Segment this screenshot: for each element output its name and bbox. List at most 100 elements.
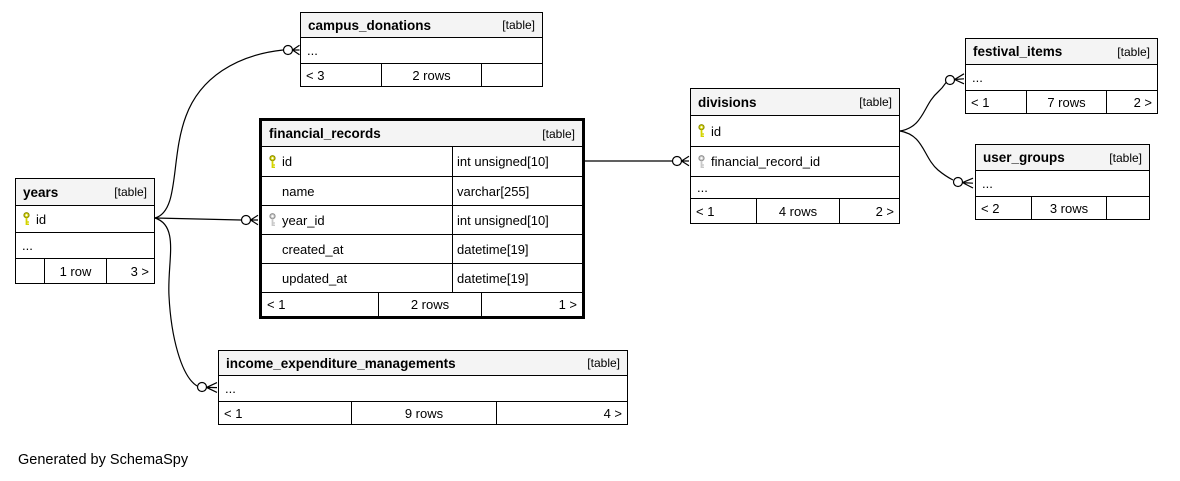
- primary-key-icon: [268, 154, 276, 168]
- key-icon-slot: [691, 116, 711, 146]
- footer-cell: 2 >: [1106, 91, 1157, 113]
- column-type: varchar[255]: [452, 177, 582, 205]
- table-row: ...: [966, 65, 1157, 90]
- primary-key-icon: [22, 212, 30, 226]
- table-row: ...: [16, 232, 154, 258]
- footer-cell: 2 >: [839, 199, 899, 223]
- footer-cell: 4 rows: [756, 199, 839, 223]
- table-tag: [table]: [114, 185, 147, 199]
- cardinality-circle: [282, 44, 294, 56]
- footer-cell: [481, 64, 542, 86]
- table-name: divisions: [698, 94, 757, 110]
- column-name: financial_record_id: [711, 154, 821, 169]
- column-ellipsis: ...: [22, 238, 33, 253]
- foreign-key-icon: [697, 154, 705, 168]
- column-name: created_at: [282, 241, 344, 257]
- table-footer: < 3 2 rows: [301, 63, 542, 86]
- table-row: name varchar[255]: [262, 176, 582, 205]
- footer-cell: 7 rows: [1026, 91, 1106, 113]
- table-income_expenditure_managements[interactable]: income_expenditure_managements [table]...…: [218, 350, 628, 425]
- footer-cell: 9 rows: [351, 402, 496, 424]
- footer-cell: 3 >: [106, 259, 154, 283]
- column-name: id: [36, 211, 47, 227]
- table-header: campus_donations [table]: [301, 13, 542, 38]
- column-name: id: [282, 154, 293, 169]
- empty-icon-slot: [262, 235, 282, 263]
- cardinality-circle: [196, 381, 208, 393]
- table-header: divisions [table]: [691, 89, 899, 116]
- primary-key-icon: [697, 124, 705, 138]
- crow-foot-arrow: [954, 73, 965, 85]
- table-tag: [table]: [1109, 150, 1142, 165]
- cardinality-circle: [240, 214, 252, 226]
- key-icon-slot: [262, 147, 282, 176]
- table-row: ...: [976, 171, 1149, 196]
- column-ellipsis: ...: [972, 70, 983, 85]
- edge-years-financial_records: [154, 217, 242, 221]
- column-type: datetime[19]: [452, 264, 582, 292]
- table-tag: [table]: [587, 356, 620, 370]
- footer-cell: < 1: [696, 203, 715, 219]
- footer-cell: 4 >: [496, 402, 627, 424]
- edge-divisions-festival_items: [899, 82, 947, 132]
- column-type: int unsigned[10]: [452, 147, 582, 176]
- footer-cell: [16, 259, 44, 283]
- cardinality-circle: [952, 176, 964, 188]
- cardinality-circle: [944, 74, 956, 86]
- footer-cell: 3 rows: [1031, 197, 1106, 219]
- table-tag: [table]: [542, 126, 575, 141]
- crow-foot-arrow: [962, 177, 974, 189]
- table-name: years: [23, 184, 59, 200]
- table-row: ...: [219, 376, 627, 401]
- footer-cell: 2 rows: [378, 293, 481, 316]
- table-row: id int unsigned[10]: [262, 147, 582, 176]
- footer-cell: < 1: [224, 405, 243, 421]
- table-row: ...: [301, 38, 542, 63]
- table-tag: [table]: [1117, 44, 1150, 59]
- key-icon-slot: [16, 206, 36, 232]
- empty-icon-slot: [262, 264, 282, 292]
- table-financial_records[interactable]: financial_records [table] id int unsigned[1…: [259, 118, 585, 319]
- table-row: id: [16, 206, 154, 232]
- table-divisions[interactable]: divisions [table] id financial_record_id...…: [690, 88, 900, 224]
- empty-icon-slot: [262, 177, 282, 205]
- table-header: user_groups[table]: [976, 145, 1149, 171]
- column-name: name: [282, 183, 315, 199]
- footer-cell: < 1: [971, 94, 990, 110]
- table-name: festival_items: [973, 44, 1063, 59]
- table-name: financial_records: [269, 126, 381, 141]
- column-name: updated_at: [282, 270, 348, 286]
- crow-foot-arrow: [292, 44, 300, 56]
- table-name: income_expenditure_managements: [226, 355, 456, 371]
- table-tag: [table]: [502, 18, 535, 32]
- table-tag: [table]: [859, 95, 892, 109]
- edge-years-campus_donations: [154, 49, 284, 219]
- column-ellipsis: ...: [982, 176, 993, 191]
- column-name: id: [711, 123, 722, 139]
- table-name: campus_donations: [308, 17, 432, 33]
- footer-cell: < 3: [306, 67, 325, 83]
- edge-years-income_expenditure_managements: [154, 217, 198, 387]
- key-icon-slot: [691, 147, 711, 176]
- table-header: financial_records [table]: [262, 121, 582, 147]
- column-name: year_id: [282, 212, 325, 228]
- table-row: ...: [691, 176, 899, 198]
- crow-foot-arrow: [681, 155, 690, 167]
- table-campus_donations[interactable]: campus_donations [table]... < 3 2 rows: [300, 12, 543, 87]
- crow-foot-arrow: [250, 214, 259, 226]
- edge-divisions-user_groups: [899, 130, 954, 181]
- footer-cell: 2 rows: [381, 64, 481, 86]
- table-header: years [table]: [16, 179, 154, 206]
